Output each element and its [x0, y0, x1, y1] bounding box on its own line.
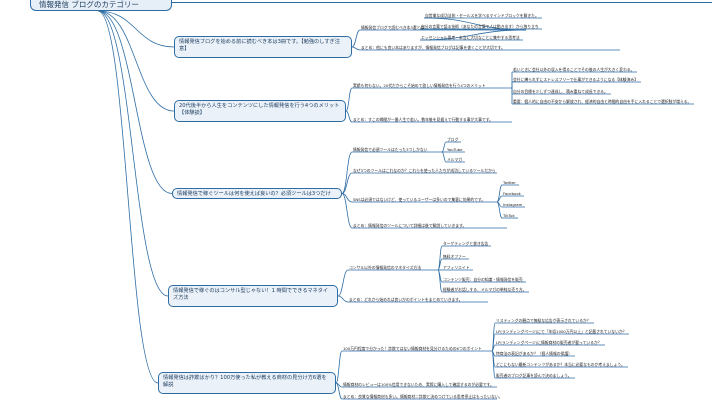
leaf-node[interactable]: コンテンツ販売：自分の知識・情報発信を販売: [443, 277, 523, 282]
leaf-node[interactable]: メルマガ: [447, 157, 463, 162]
leaf-node[interactable]: Instagram: [503, 202, 523, 207]
branch-node[interactable]: まとめ：どれから始めれば良いかのポイントをまとめていきます。: [349, 297, 463, 302]
topic-node[interactable]: 情報発信ブログを始める前に読むべき本は3冊です。【勉強のしすぎ注意】: [174, 36, 352, 58]
topic-branch-connector: [345, 87, 353, 112]
topic-branch-connector: [341, 193, 353, 203]
leaf-node[interactable]: 会社に縛られずにストレスフリーで仕事ができるようになる【体験済み】: [513, 77, 638, 82]
topic-branch-connector: [351, 29, 361, 48]
branch-node[interactable]: SNSは必須ではないけど、使っているユーザーは多いので集客に効果的です。: [353, 197, 486, 202]
branch-node[interactable]: 実績も何もない。20代だからこそ始めて欲しい情報発信を行う4つのメリット: [353, 83, 486, 88]
leaf-node[interactable]: 重要：個人的に自由の不安から解放され、経済的自由と時間的自由を手に入れることで選…: [513, 99, 692, 104]
leaf-node[interactable]: ブログ: [447, 137, 459, 142]
leaf-node[interactable]: リスティングの観点で無駄な広告が表示されているか？: [496, 318, 591, 323]
topic-branch-connector: [345, 110, 353, 123]
topic-branch-connector: [341, 172, 353, 194]
root-connector: [172, 2, 712, 3]
branch-node[interactable]: 情報商材のレビューは100%信用できないため、実際に購入して確認するのが必要です…: [343, 382, 494, 387]
leaf-connector: [491, 350, 496, 379]
leaf-node[interactable]: どこにもない最新コンテンツがあるか？本当に必要なものか考えましょう。: [496, 362, 625, 367]
branch-node[interactable]: まとめ：他にも良い本はありますが、情報発信ブログは記事を書くことが大切です。: [361, 45, 505, 50]
leaf-node[interactable]: 販売者のブログ記事を読んで決めましょう。: [496, 373, 572, 378]
topic-branch-connector: [337, 295, 349, 303]
leaf-node[interactable]: 自分の目標を少しずつ達成し、積み重ねて成長できる。: [513, 89, 608, 94]
branch-node[interactable]: まとめ：すこの瞬間が一番人生で若い。数年後を見据えて行動する事が大事です。: [353, 117, 493, 122]
branch-node[interactable]: まとめ：良質な情報商材も多い。情報商材＝詐欺と決めつけている思考停止はもったいな…: [343, 394, 503, 399]
leaf-connector: [496, 201, 503, 219]
leaf-node[interactable]: YouTube: [447, 147, 463, 152]
leaf-connector: [441, 151, 447, 163]
root-topic-connector: [97, 10, 159, 384]
leaf-node[interactable]: 無料オファー: [443, 254, 466, 259]
topic-branch-connector: [341, 193, 353, 229]
topic-branch-connector: [335, 382, 343, 400]
leaf-node[interactable]: アフィリエイト: [443, 265, 470, 270]
leaf-node[interactable]: ターゲティングと書き広告: [443, 241, 489, 246]
topic-node[interactable]: 情報発信は詐欺ばかり？100万使った私が教える商材の見分け方6選を解説: [158, 372, 336, 394]
leaf-node[interactable]: 経験者がお話しする、メルマガの単純な売り方。: [443, 287, 527, 292]
root-topic-connector: [97, 10, 175, 112]
branch-node[interactable]: 情報発信で必須ツールはたった3つしかない: [353, 147, 428, 152]
topic-branch-connector: [335, 350, 343, 384]
branch-node[interactable]: 情報発信ブログで読むべき本3選とは: [361, 25, 425, 30]
leaf-node[interactable]: LP(ランディングページ)にて「年収1000万円以上」と記載されていないか？: [496, 329, 627, 334]
branch-node[interactable]: 100万円程度で分かった！詐欺ではない情報商材を見分けるための6つのポイント: [343, 346, 482, 351]
root-node[interactable]: 情報発信 ブログのカテゴリー: [30, 0, 172, 11]
branch-node[interactable]: なぜ3つのツールはこれなのか？これらを使った人たちが成功しているツールだから: [353, 168, 496, 173]
branch-node[interactable]: コンサル以外の情報発信のマネタイズ方法: [349, 265, 422, 270]
leaf-node[interactable]: 若いときに会社以外の収入を得ることでその後の人生が大きく変わる。: [513, 67, 635, 72]
topic-node[interactable]: 20代後半から人生をコンテンツにした情報発信を行う4つのメリット【体験談】: [174, 100, 346, 122]
topic-branch-connector: [351, 46, 361, 51]
leaf-connector: [437, 269, 443, 293]
root-topic-connector: [97, 10, 175, 48]
topic-node[interactable]: 情報発信で稼ぐのはコンサル型じゃない！1 時間でできるマネタイズ方法: [168, 285, 338, 307]
leaf-node[interactable]: Facebook: [503, 191, 521, 196]
leaf-node[interactable]: LP(ランディングページ)に情報商材の販売者が載っているか？: [496, 340, 602, 345]
branch-node[interactable]: まとめ：情報発信のツールについて詳細は後で解説していきます。: [353, 223, 467, 228]
leaf-node[interactable]: 自分の言葉で語る技術（あなたの言葉で人は動き出す）から独り立ち: [421, 24, 539, 29]
leaf-node[interactable]: エッセンシャル思考・本当に大切なことに集中する思考法: [421, 35, 520, 40]
root-topic-connector: [97, 10, 169, 297]
topic-node[interactable]: 情報発信で稼ぐツールは何を使えば良いの？必須ツールは3つだけ: [172, 188, 342, 199]
leaf-node[interactable]: TikTok: [503, 213, 515, 218]
topic-branch-connector: [341, 151, 353, 194]
leaf-node[interactable]: Twitter: [503, 180, 516, 185]
leaf-node[interactable]: 特商法の表記があるか？（個人情報の保護）: [496, 351, 572, 356]
root-topic-connector: [97, 10, 173, 194]
topic-branch-connector: [337, 269, 349, 297]
leaf-node[interactable]: 自営業な成功法則・セールスを学べるマインドブロックを解きた。: [425, 13, 539, 18]
